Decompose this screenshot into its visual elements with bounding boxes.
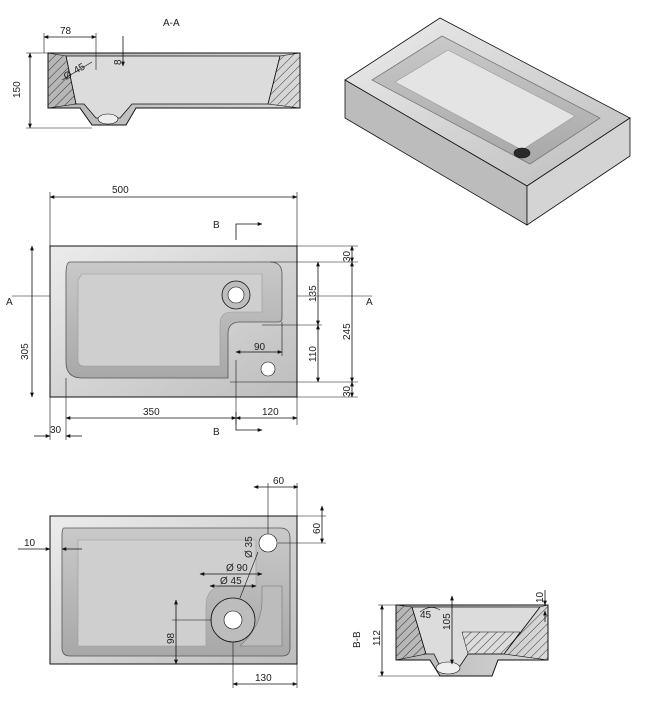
top-view: 500 305 30 135 245 110 30 90 350 120 (6, 185, 373, 440)
marker-b-top: B (213, 220, 220, 231)
top-view-tap-hole (260, 361, 276, 377)
dim-right-30-bottom: 30 (342, 385, 353, 397)
dim-a-a-78: 78 (60, 26, 72, 37)
dim-120: 120 (262, 407, 279, 418)
dim-right-30-top: 30 (342, 250, 353, 262)
top-view-basin-floor (77, 273, 263, 367)
dim-b-b-angle: 45 (420, 610, 432, 621)
dim-bottom-60-top: 60 (273, 476, 285, 487)
dim-dia-35: Ø 35 (244, 536, 255, 558)
dim-350: 350 (143, 407, 160, 418)
section-a-a-hatch-right (267, 52, 301, 109)
iso-drain-hole (513, 147, 531, 159)
dim-105: 105 (442, 613, 453, 630)
dim-112: 112 (372, 630, 383, 646)
dim-bottom-30: 30 (50, 425, 62, 436)
section-a-a-drain (97, 113, 119, 125)
dim-bottom-60-right: 60 (312, 522, 323, 534)
bottom-view: 60 60 10 Ø 35 Ø 90 Ø 45 98 130 (18, 476, 326, 688)
dim-98: 98 (166, 632, 177, 644)
section-b-b-title: B-B (352, 631, 363, 648)
isometric-view (344, 17, 631, 226)
dim-b-b-10: 10 (535, 591, 546, 603)
section-a-a-hatch-left (47, 52, 77, 109)
dim-a-a-150: 150 (12, 81, 23, 98)
section-a-a: A-A 78 150 8 Ø 45 (12, 18, 301, 129)
section-a-a-basin (65, 55, 281, 119)
bottom-view-tap-hole (258, 533, 278, 553)
iso-right-face (526, 117, 631, 226)
dim-dia-90: Ø 90 (226, 563, 248, 574)
dim-245: 245 (342, 323, 353, 340)
dim-bottom-10: 10 (24, 538, 36, 549)
marker-a-left: A (6, 297, 13, 308)
section-b-b-hatch-left (395, 604, 427, 661)
dim-130: 130 (255, 673, 272, 684)
dim-a-a-8: 8 (113, 59, 124, 65)
bottom-view-drain-hole (223, 610, 243, 630)
dim-305: 305 (20, 343, 31, 360)
iso-basin-floor (394, 49, 576, 151)
dim-110: 110 (308, 346, 319, 362)
dim-135: 135 (308, 285, 319, 302)
dim-a-a-angle: 45 (72, 61, 88, 76)
section-b-b: B-B 112 105 10 45 (352, 590, 549, 677)
section-b-b-hatch-floor (461, 631, 521, 655)
section-a-a-title: A-A (163, 18, 180, 29)
section-b-b-hatch-right (503, 604, 549, 661)
section-b-b-drain (435, 661, 461, 675)
dim-dia-45: Ø 45 (220, 576, 242, 587)
marker-a-right: A (366, 297, 373, 308)
top-view-drain-hole (227, 286, 245, 304)
dim-90: 90 (254, 342, 266, 353)
marker-b-bottom: B (213, 427, 220, 438)
bottom-view-pocket (239, 585, 283, 647)
dim-500: 500 (112, 185, 129, 196)
